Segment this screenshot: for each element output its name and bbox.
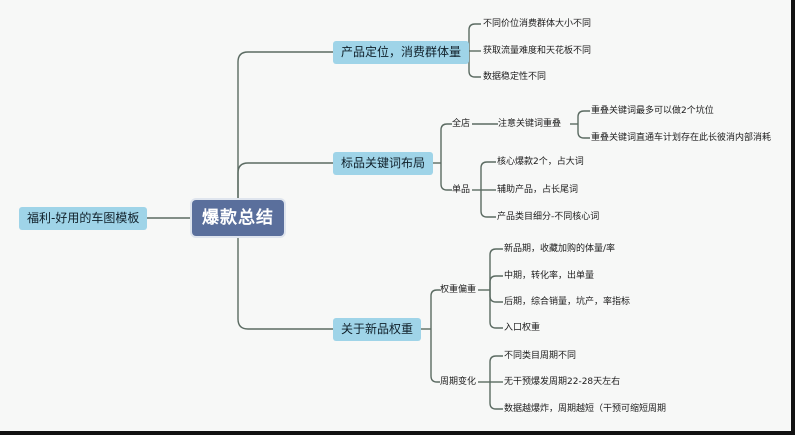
leaf-item[interactable]: 后期，综合销量，坑产，率指标 bbox=[504, 297, 631, 307]
subtopic-weight-focus[interactable]: 权重偏重 bbox=[440, 285, 477, 295]
leaf-item[interactable]: 新品期，收藏加购的体量/率 bbox=[504, 244, 616, 254]
leaf-item[interactable]: 数据越爆炸，周期越短（干预可缩短周期 bbox=[504, 404, 667, 414]
side-topic[interactable]: 福利-好用的车图模板 bbox=[19, 207, 148, 230]
leaf-item[interactable]: 中期，转化率，出单量 bbox=[504, 271, 595, 281]
subtopic-single-product[interactable]: 单品 bbox=[452, 185, 471, 195]
branch-new-product-weight[interactable]: 关于新品权重 bbox=[333, 318, 422, 341]
branch-positioning[interactable]: 产品定位，消费群体量 bbox=[333, 41, 470, 64]
branch-keyword-layout[interactable]: 标品关键词布局 bbox=[333, 152, 434, 175]
leaf-item[interactable]: 重叠关键词直通车计划存在此长彼消内部消耗 bbox=[591, 133, 772, 143]
root-topic[interactable]: 爆款总结 bbox=[192, 200, 284, 236]
leaf-item[interactable]: 辅助产品，占长尾词 bbox=[497, 185, 579, 195]
subtopic-keyword-overlap[interactable]: 注意关键词重叠 bbox=[498, 119, 562, 129]
subtopic-cycle-change[interactable]: 周期变化 bbox=[440, 377, 477, 387]
leaf-item[interactable]: 重叠关键词最多可以做2个坑位 bbox=[591, 106, 714, 116]
leaf-item[interactable]: 数据稳定性不同 bbox=[483, 72, 547, 82]
leaf-item[interactable]: 入口权重 bbox=[504, 323, 541, 333]
leaf-item[interactable]: 产品类目细分-不同核心词 bbox=[497, 212, 600, 222]
leaf-item[interactable]: 获取流量难度和天花板不同 bbox=[483, 46, 592, 56]
leaf-item[interactable]: 不同价位消费群体大小不同 bbox=[483, 19, 592, 29]
leaf-item[interactable]: 不同类目周期不同 bbox=[504, 351, 577, 361]
leaf-item[interactable]: 无干预爆发周期22-28天左右 bbox=[504, 377, 621, 387]
subtopic-whole-store[interactable]: 全店 bbox=[452, 119, 471, 129]
leaf-item[interactable]: 核心爆款2个，占大词 bbox=[497, 157, 584, 167]
